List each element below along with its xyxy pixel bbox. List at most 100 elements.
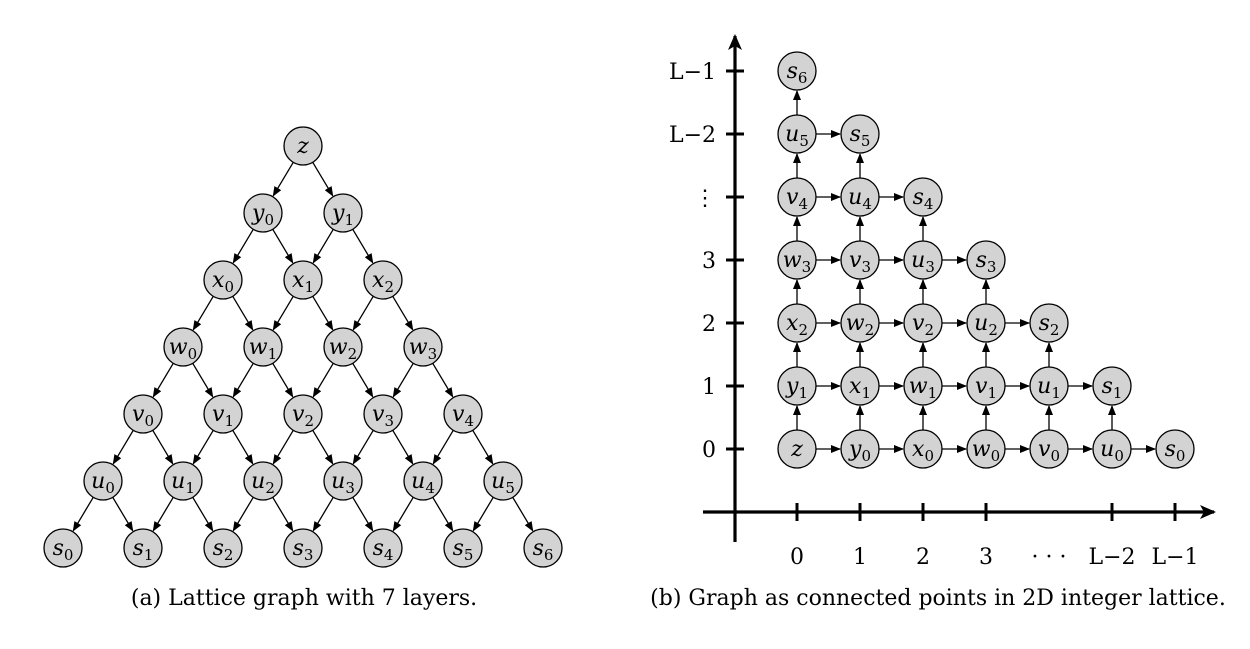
caption-b: (b) Graph as connected points in 2D inte… — [650, 586, 1226, 611]
node-circle — [966, 429, 1006, 469]
node-circle — [777, 303, 817, 343]
lattice-edge — [352, 496, 374, 532]
node-w0: w0 — [966, 429, 1006, 469]
node-circle — [777, 114, 817, 154]
node-circle — [966, 240, 1006, 280]
node-v1: v1 — [203, 394, 243, 434]
node-s3: s3 — [283, 528, 323, 568]
node-u5: u5 — [777, 114, 817, 154]
node-circle — [283, 528, 323, 568]
node-circle — [840, 429, 880, 469]
node-circle — [83, 461, 123, 501]
node-circle — [777, 51, 817, 91]
lattice-edge — [312, 161, 334, 197]
lattice-edge — [312, 496, 334, 532]
y-tick-label: 2 — [702, 312, 716, 337]
lattice-edge — [232, 429, 254, 465]
lattice-edge — [152, 362, 174, 398]
node-circle — [840, 303, 880, 343]
node-u4: u4 — [840, 177, 880, 217]
lattice-edge — [232, 362, 254, 398]
node-s1: s1 — [123, 528, 163, 568]
node-w1: w1 — [243, 327, 283, 367]
node-w2: w2 — [840, 303, 880, 343]
lattice-edge — [272, 161, 294, 197]
node-v2: v2 — [283, 394, 323, 434]
node-circle — [840, 366, 880, 406]
node-circle — [1029, 303, 1069, 343]
node-w3: w3 — [777, 240, 817, 280]
node-circle — [403, 461, 443, 501]
lattice-edge — [232, 496, 254, 532]
node-circle — [1029, 366, 1069, 406]
lattice-edge — [432, 496, 454, 532]
node-w2: w2 — [323, 327, 363, 367]
grid-edges — [793, 90, 1156, 453]
node-circle — [203, 394, 243, 434]
node-w1: w1 — [903, 366, 943, 406]
node-circle — [283, 126, 323, 166]
node-x1: x1 — [283, 260, 323, 300]
node-x1: x1 — [840, 366, 880, 406]
lattice-edge — [72, 496, 94, 532]
node-circle — [163, 327, 203, 367]
node-circle — [43, 528, 83, 568]
node-v0: v0 — [1029, 429, 1069, 469]
node-label: z — [790, 437, 803, 462]
node-circle — [363, 394, 403, 434]
lattice-edge — [152, 429, 174, 465]
node-circle — [363, 528, 403, 568]
node-circle — [443, 528, 483, 568]
node-circle — [443, 394, 483, 434]
node-circle — [840, 114, 880, 154]
lattice-edge — [272, 362, 294, 398]
node-circle — [483, 461, 523, 501]
node-y1: y1 — [323, 193, 363, 233]
node-w3: w3 — [403, 327, 443, 367]
node-circle — [243, 193, 283, 233]
node-circle — [403, 327, 443, 367]
lattice-edge — [312, 295, 334, 331]
x-tick-label: · · · — [1032, 545, 1067, 570]
node-u3: u3 — [903, 240, 943, 280]
node-circle — [777, 177, 817, 217]
node-s1: s1 — [1092, 366, 1132, 406]
lattice-edge — [192, 496, 214, 532]
x-tick-label: L−2 — [1088, 545, 1135, 570]
node-circle — [903, 240, 943, 280]
lattice-edge — [232, 228, 254, 264]
node-circle — [123, 394, 163, 434]
lattice-edge — [192, 295, 214, 331]
lattice-edge — [232, 295, 254, 331]
node-circle — [1155, 429, 1195, 469]
node-circle — [323, 461, 363, 501]
x-tick-label: L−1 — [1151, 545, 1198, 570]
lattice-edge — [392, 429, 414, 465]
node-circle — [966, 303, 1006, 343]
lattice-edge — [272, 228, 294, 264]
x-tick-label: 0 — [790, 545, 804, 570]
node-circle — [903, 366, 943, 406]
node-label: z — [296, 134, 309, 159]
y-tick-label: 3 — [702, 249, 716, 274]
node-circle — [777, 366, 817, 406]
node-u0: u0 — [83, 461, 123, 501]
node-v3: v3 — [363, 394, 403, 434]
node-circle — [903, 429, 943, 469]
node-s5: s5 — [840, 114, 880, 154]
lattice-edge — [392, 362, 414, 398]
node-circle — [903, 303, 943, 343]
lattice-edge — [392, 295, 414, 331]
lattice-edge — [312, 429, 334, 465]
node-circle — [243, 461, 283, 501]
node-circle — [1092, 429, 1132, 469]
lattice-edge — [112, 429, 134, 465]
lattice-edge — [272, 429, 294, 465]
node-x2: x2 — [363, 260, 403, 300]
node-u0: u0 — [1092, 429, 1132, 469]
node-y0: y0 — [840, 429, 880, 469]
node-v4: v4 — [443, 394, 483, 434]
